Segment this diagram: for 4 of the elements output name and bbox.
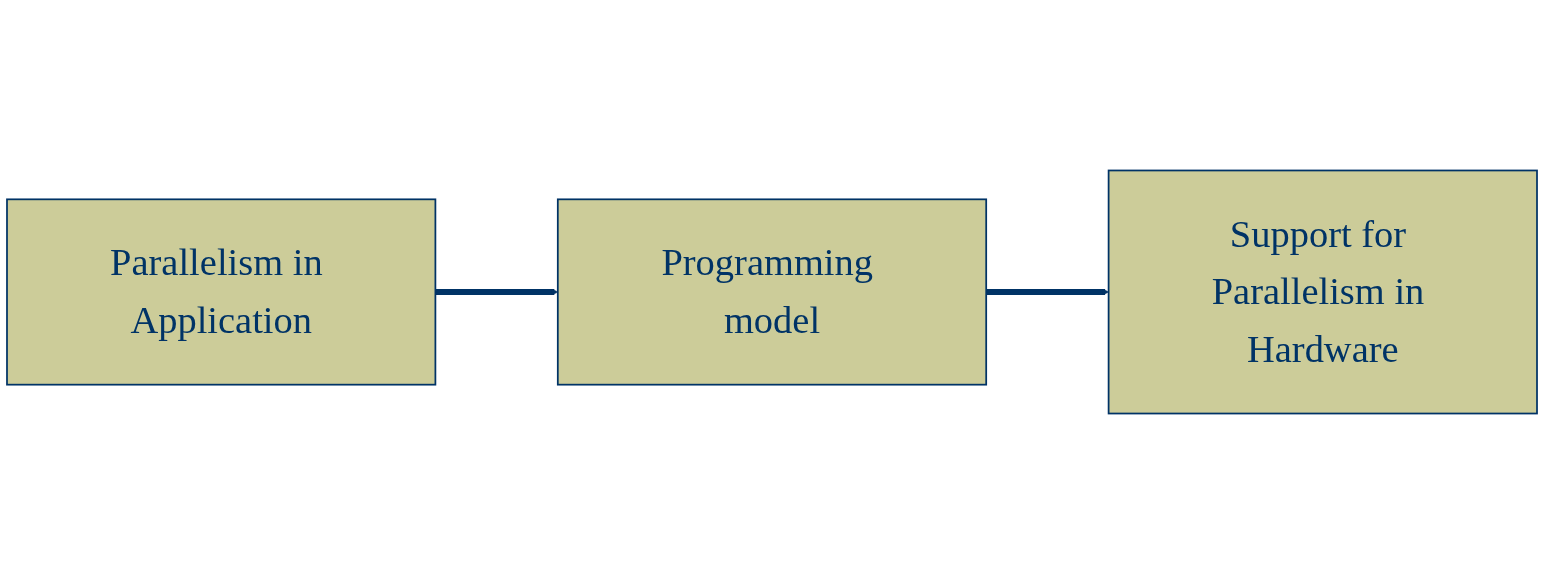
arrow [986, 287, 1109, 296]
node-box: Support for Parallelism in Hardware [1107, 169, 1538, 414]
node-box: Parallelism in Application [6, 197, 437, 386]
node-box: Programming model [556, 197, 988, 386]
